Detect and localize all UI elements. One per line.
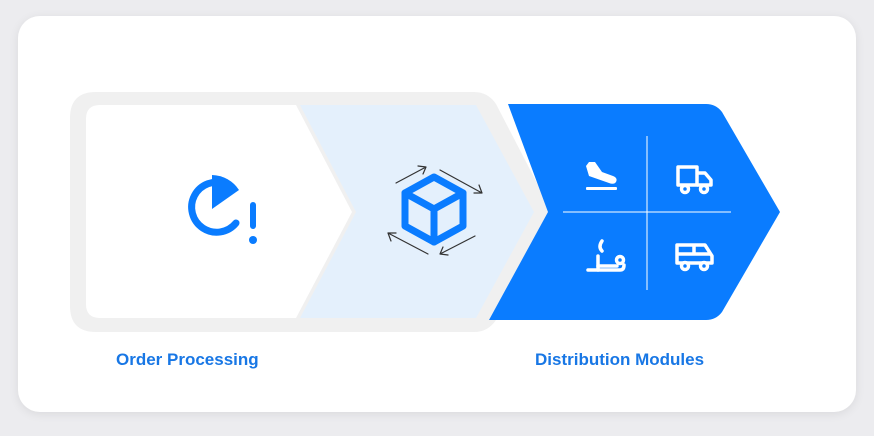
middle-stage	[300, 105, 534, 318]
order-stage	[86, 105, 352, 318]
airplane-landing-icon	[586, 162, 617, 190]
distribution-modules-label: Distribution Modules	[535, 350, 705, 369]
order-processing-label: Order Processing	[116, 350, 259, 369]
clock-alert-icon	[188, 175, 257, 244]
cube-rotate-icon	[387, 165, 483, 256]
truck-icon	[676, 165, 713, 195]
van-icon	[675, 243, 714, 272]
ship-icon	[586, 239, 626, 272]
